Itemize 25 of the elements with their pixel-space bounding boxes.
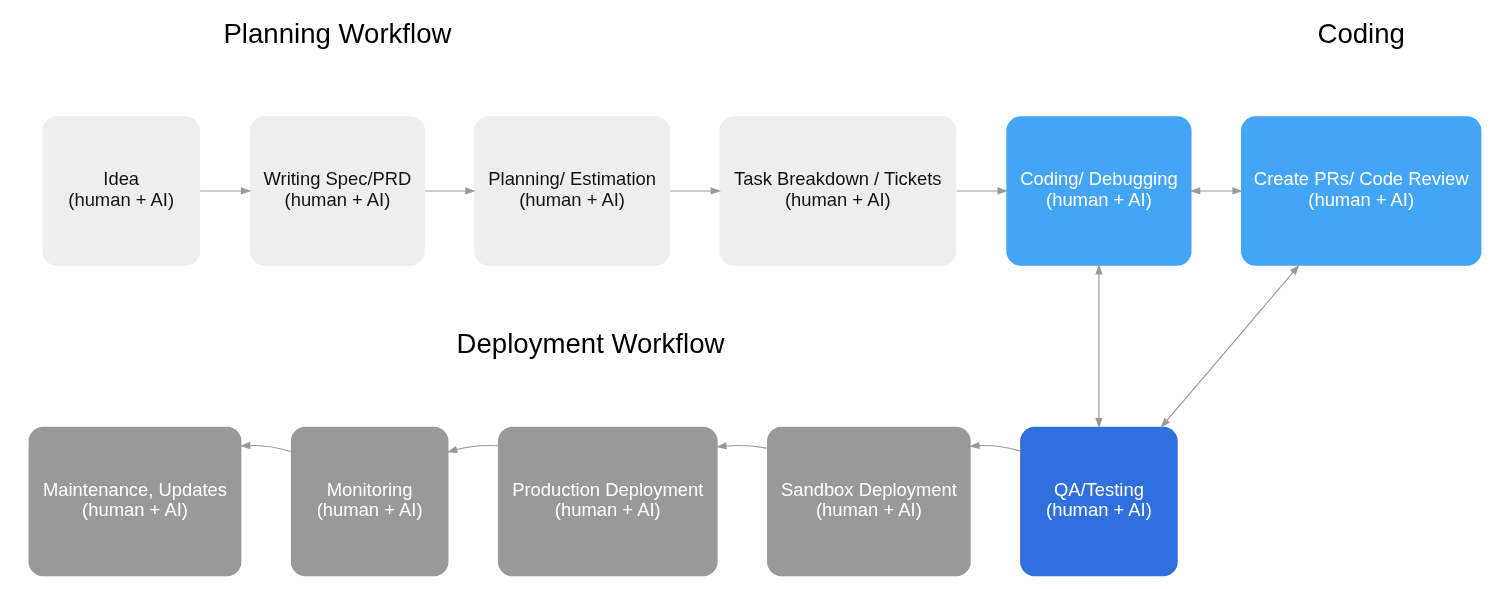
node-box: QA/Testing (human + AI) (1019, 426, 1178, 577)
arrow (968, 441, 1020, 452)
node-box: Idea (human + AI) (41, 116, 200, 266)
arrow (1189, 187, 1243, 195)
arrow (199, 187, 251, 195)
arrow (1094, 264, 1103, 429)
arrow (239, 441, 291, 453)
label: Planning Workflow (222, 17, 451, 49)
node-box: Writing Spec/PRD (human + AI) (249, 116, 425, 266)
node-box: Task Breakdown / Tickets (human + AI) (718, 116, 956, 266)
node-box: Sandbox Deployment (human + AI) (766, 426, 971, 577)
node-box: Production Deployment (human + AI) (497, 426, 718, 577)
label: Coding (1316, 17, 1405, 49)
arrow (423, 187, 476, 195)
node-box: Monitoring (human + AI) (290, 426, 448, 577)
arrow (955, 187, 1008, 195)
node-box: Planning/ Estimation (human + AI) (473, 116, 670, 266)
arrow (446, 444, 498, 453)
node-box: Create PRs/ Code Review (human + AI) (1240, 116, 1481, 266)
node-box: Coding/ Debugging (human + AI) (1005, 116, 1192, 266)
arrow (669, 187, 721, 195)
arrow (715, 442, 767, 450)
arrow (1160, 264, 1299, 428)
label: Deployment Workflow (456, 328, 724, 360)
node-box: Maintenance, Updates (human + AI) (28, 426, 241, 577)
